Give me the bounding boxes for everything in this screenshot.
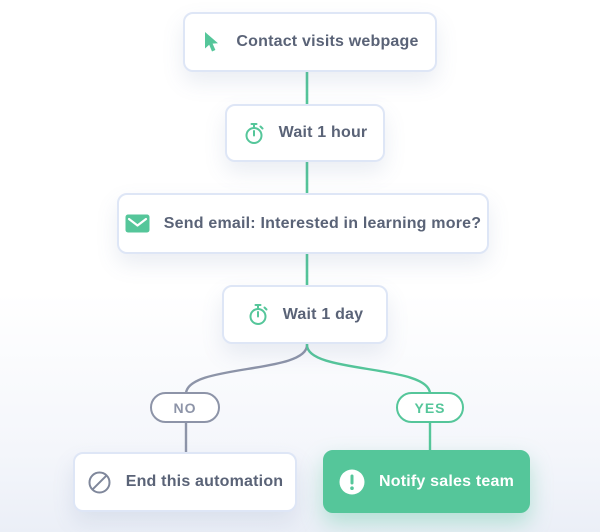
branch-label-no: NO bbox=[150, 392, 220, 423]
node-wait-1-hour[interactable]: Wait 1 hour bbox=[225, 104, 385, 162]
node-label: Wait 1 day bbox=[282, 305, 364, 323]
exclamation-icon bbox=[339, 469, 365, 495]
node-contact-visits-webpage[interactable]: Contact visits webpage bbox=[183, 12, 437, 72]
node-wait-1-day[interactable]: Wait 1 day bbox=[222, 285, 388, 344]
node-label: End this automation bbox=[125, 473, 284, 490]
node-label: Contact visits webpage bbox=[236, 33, 419, 50]
stopwatch-icon bbox=[243, 122, 265, 145]
node-label: Notify sales team bbox=[378, 472, 514, 490]
branch-label-yes: YES bbox=[396, 392, 464, 423]
cursor-icon bbox=[201, 31, 222, 54]
prohibition-icon bbox=[87, 470, 112, 495]
node-label: Wait 1 hour bbox=[278, 124, 368, 141]
connector-branch-yes bbox=[305, 344, 432, 395]
node-send-email[interactable]: Send email: Interested in learning more? bbox=[117, 193, 489, 254]
stopwatch-icon bbox=[247, 303, 269, 326]
node-end-automation[interactable]: End this automation bbox=[73, 452, 297, 512]
branch-no-text: NO bbox=[173, 399, 197, 416]
node-label: Send email: Interested in learning more? bbox=[163, 214, 482, 232]
connector-branch-no bbox=[184, 344, 309, 395]
branch-yes-text: YES bbox=[414, 399, 446, 416]
envelope-icon bbox=[125, 214, 150, 233]
node-notify-sales-team[interactable]: Notify sales team bbox=[323, 450, 530, 513]
